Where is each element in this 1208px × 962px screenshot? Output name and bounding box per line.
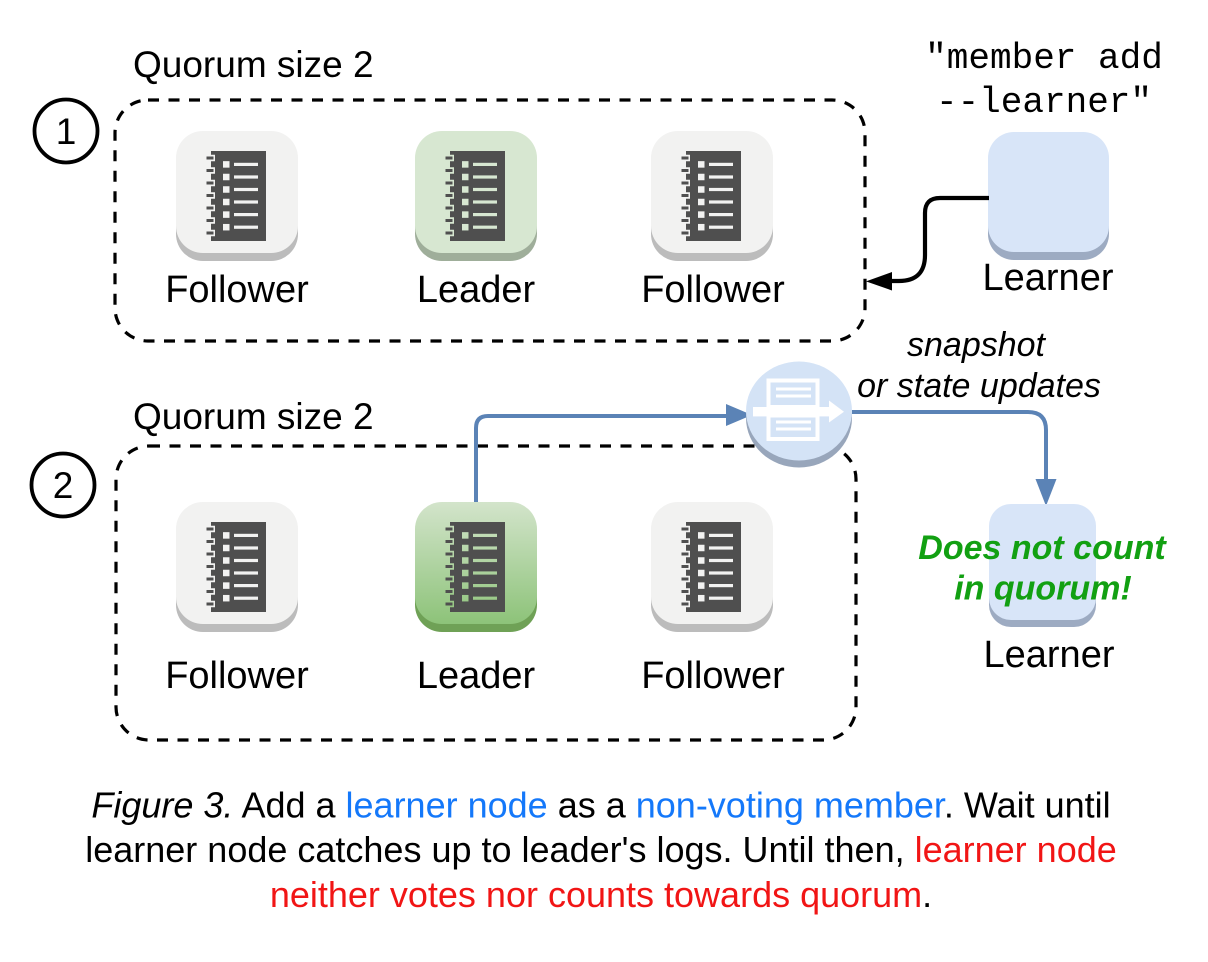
svg-text:in quorum!: in quorum! (954, 570, 1132, 608)
svg-text:Leader: Leader (417, 269, 536, 311)
svg-text:Learner: Learner (984, 634, 1115, 676)
svg-text:snapshot: snapshot (907, 326, 1047, 364)
svg-text:1: 1 (56, 111, 77, 152)
svg-text:Leader: Leader (417, 655, 536, 697)
svg-text:Does not count: Does not count (918, 529, 1167, 567)
svg-text:neither votes nor counts towar: neither votes nor counts towards quorum. (270, 874, 932, 915)
svg-text:or state updates: or state updates (857, 367, 1101, 405)
svg-text:--learner": --learner" (936, 82, 1152, 123)
svg-text:Quorum size 2: Quorum size 2 (133, 44, 374, 85)
svg-text:Figure 3. Add a learner node a: Figure 3. Add a learner node as a non-vo… (91, 785, 1110, 826)
svg-text:Follower: Follower (165, 269, 309, 311)
svg-text:learner node catches up to lea: learner node catches up to leader's logs… (85, 829, 1117, 870)
svg-text:Follower: Follower (641, 269, 785, 311)
svg-text:Follower: Follower (165, 655, 309, 697)
svg-text:Quorum size 2: Quorum size 2 (133, 396, 374, 437)
svg-text:2: 2 (53, 465, 74, 506)
svg-text:"member add: "member add (925, 38, 1163, 79)
svg-text:Learner: Learner (983, 257, 1114, 299)
svg-text:Follower: Follower (641, 655, 785, 697)
